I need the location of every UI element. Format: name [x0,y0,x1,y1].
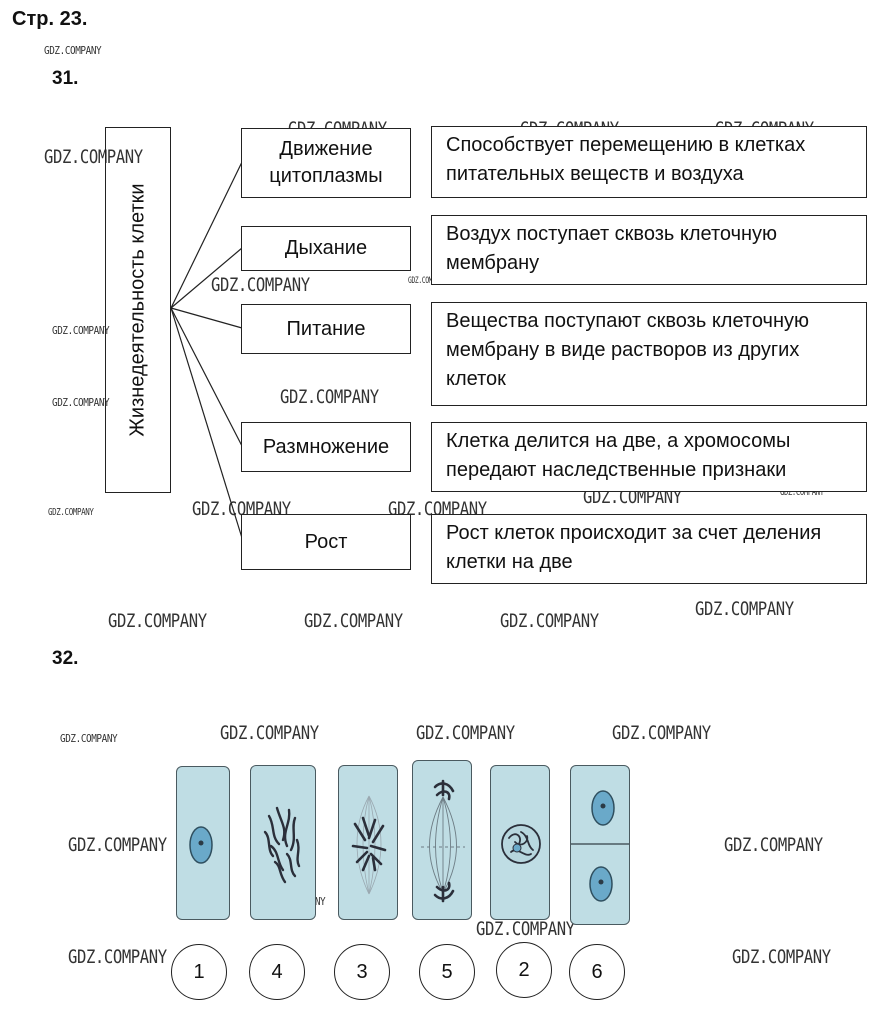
question-32-number: 32. [52,648,79,669]
cell-image-interphase [176,766,230,920]
order-circle: 3 [334,944,390,1000]
description-text: Способствует перемещению в клетках питат… [446,134,806,185]
watermark: GDZ.COMPANY [476,918,575,940]
process-box-reproduction: Размножение [241,422,411,472]
cell-image-daughter-cells [570,765,630,925]
description-box-reproduction: Клетка делится на две, а хромосомы перед… [431,422,867,492]
watermark: GDZ.COMPANY [68,946,167,968]
description-box-growth: Рост клеток происходит за счет деления к… [431,514,867,584]
order-circle: 5 [419,944,475,1000]
order-number: 1 [193,960,205,983]
life-activity-label: Жизнедеятельность клетки [126,183,149,437]
order-number: 4 [271,960,283,983]
order-number: 3 [356,960,368,983]
question-31-number: 31. [52,68,79,89]
process-box-nutrition: Питание [241,304,411,354]
order-number: 5 [441,960,453,983]
watermark: GDZ.COMPANY [780,487,824,498]
watermark: GDZ.COMPANY [612,722,711,744]
page-title: Стр. 23. [12,8,88,30]
watermark: GDZ.COMPANY [211,274,310,296]
watermark: GDZ.COMPANY [416,722,515,744]
watermark: GDZ.COMPANY [695,598,794,620]
watermark: GDZ.COMPANY [724,834,823,856]
description-box-respiration: Воздух поступает сквозь клеточную мембра… [431,215,867,285]
cell-image-stage-2 [490,765,550,920]
process-label: Рост [304,530,348,553]
description-text: Клетка делится на две, а хромосомы перед… [446,430,791,481]
watermark: GDZ.COMPANY [220,722,319,744]
watermark: GDZ.COMPANY [60,732,118,745]
description-text: Рост клеток происходит за счет деления к… [446,522,822,573]
order-number: 2 [518,958,530,981]
watermark: GDZ.COMPANY [52,396,110,409]
process-box-respiration: Дыхание [241,226,411,271]
watermark: GDZ.COMPANY [732,946,831,968]
cell-image-stage-3 [338,765,398,920]
cell-image-stage-4 [250,765,316,920]
description-text: Вещества поступают сквозь клеточную мемб… [446,310,810,390]
process-box-cytoplasm-movement: Движение цитоплазмы [241,128,411,198]
watermark: GDZ.COMPANY [44,146,143,168]
process-label: Размножение [262,435,390,458]
order-circle: 2 [496,942,552,998]
watermark: GDZ.COMPANY [48,507,94,518]
description-box-nutrition: Вещества поступают сквозь клеточную мемб… [431,302,867,406]
watermark: GDZ.COMPANY [108,610,207,632]
order-circle: 6 [569,944,625,1000]
cell-image-stage-5 [412,760,472,920]
description-box-cytoplasm-movement: Способствует перемещению в клетках питат… [431,126,867,198]
watermark: GDZ.COMPANY [304,610,403,632]
process-label: Дыхание [284,237,368,259]
process-box-growth: Рост [241,514,411,570]
order-circle: 1 [171,944,227,1000]
life-activity-box: Жизнедеятельность клетки [105,127,171,493]
process-label: Питание [286,317,366,340]
order-number: 6 [591,960,603,983]
order-circle: 4 [249,944,305,1000]
watermark: GDZ.COMPANY [500,610,599,632]
watermark: GDZ.COMPANY [280,386,379,408]
process-label: Движение цитоплазмы [269,138,383,187]
watermark: GDZ.COMPANY [408,276,446,286]
watermark: GDZ.COMPANY [44,44,102,57]
watermark: GDZ.COMPANY [68,834,167,856]
description-text: Воздух поступает сквозь клеточную мембра… [446,223,778,274]
watermark: GDZ.COMPANY [52,324,110,337]
